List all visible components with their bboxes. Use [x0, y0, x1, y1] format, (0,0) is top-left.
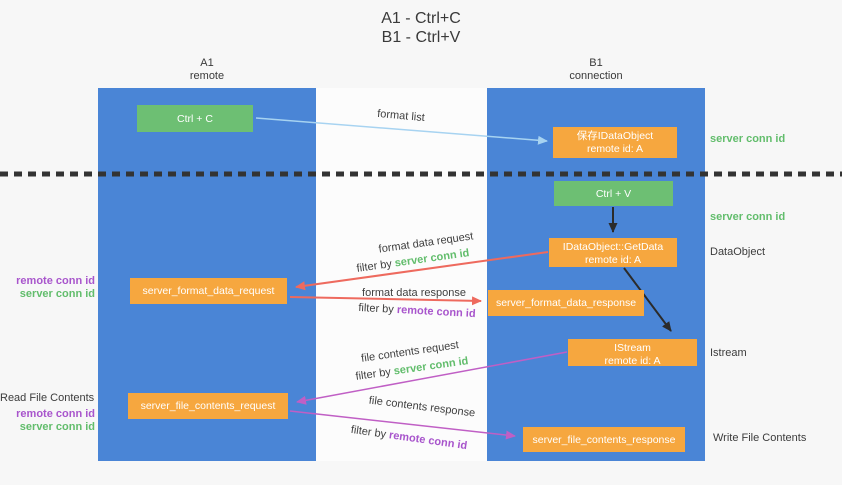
filter-by-text: filter by	[358, 301, 398, 316]
node-save-idataobject: 保存IDataObject remote id: A	[553, 127, 677, 158]
node-format-request-label: server_format_data_request	[142, 285, 275, 297]
right-server-conn-id-mid: server conn id	[710, 211, 786, 223]
lifeline-header-a1: A1 remote	[137, 57, 277, 83]
left-format-remote-conn-id: remote conn id	[16, 275, 95, 287]
node-file-response-label: server_file_contents_response	[532, 433, 676, 446]
node-getdata-line1: IDataObject::GetData	[562, 241, 664, 253]
lifeline-a1-role: remote	[189, 70, 225, 82]
right-write-file-contents: Write File Contents	[713, 432, 807, 444]
node-save-idataobject-line2: remote id: A	[586, 143, 644, 155]
node-ctrl-c: Ctrl + C	[137, 105, 253, 132]
title-line-a1: A1 - Ctrl+C	[381, 10, 461, 27]
lifeline-b1-role: connection	[569, 70, 623, 82]
label-format-data-response: format data response	[362, 287, 466, 299]
left-format-server-conn-id: server conn id	[19, 288, 95, 300]
node-server-format-data-response: server_format_data_response	[488, 290, 644, 316]
node-getdata-line2: remote id: A	[584, 254, 642, 266]
left-format-conn-ids: remote conn id server conn id	[0, 275, 95, 301]
left-read-file-contents: Read File Contents	[0, 392, 95, 404]
node-ctrl-v-label: Ctrl + V	[595, 187, 632, 200]
node-istream-line2: remote id: A	[604, 355, 661, 367]
node-save-idataobject-line1: 保存IDataObject	[576, 130, 654, 142]
lifeline-header-b1: B1 connection	[526, 57, 666, 83]
node-istream-line1: IStream	[614, 342, 651, 354]
node-file-request-label: server_file_contents_request	[140, 400, 276, 412]
node-istream: IStream remote id: A	[568, 339, 697, 367]
left-file-conn-ids: remote conn id server conn id	[0, 408, 95, 434]
right-istream-label: Istream	[710, 347, 747, 359]
right-dataobject-label: DataObject	[710, 246, 766, 258]
node-idataobject-getdata: IDataObject::GetData remote id: A	[549, 238, 677, 267]
left-file-remote-conn-id: remote conn id	[16, 408, 95, 420]
node-server-file-contents-request: server_file_contents_request	[128, 393, 288, 419]
title-line-b1: B1 - Ctrl+V	[381, 29, 461, 46]
node-ctrl-c-label: Ctrl + C	[177, 112, 213, 125]
node-server-format-data-request: server_format_data_request	[130, 278, 287, 304]
page-title: A1 - Ctrl+C B1 - Ctrl+V	[0, 9, 842, 47]
lifeline-a1-name: A1	[200, 57, 214, 69]
lifeline-b1-name: B1	[589, 57, 603, 69]
node-ctrl-v: Ctrl + V	[554, 181, 673, 206]
node-format-response-label: server_format_data_response	[495, 297, 637, 309]
right-server-conn-id-top: server conn id	[710, 133, 786, 145]
left-file-server-conn-id: server conn id	[19, 421, 95, 433]
node-server-file-contents-response: server_file_contents_response	[523, 427, 685, 452]
